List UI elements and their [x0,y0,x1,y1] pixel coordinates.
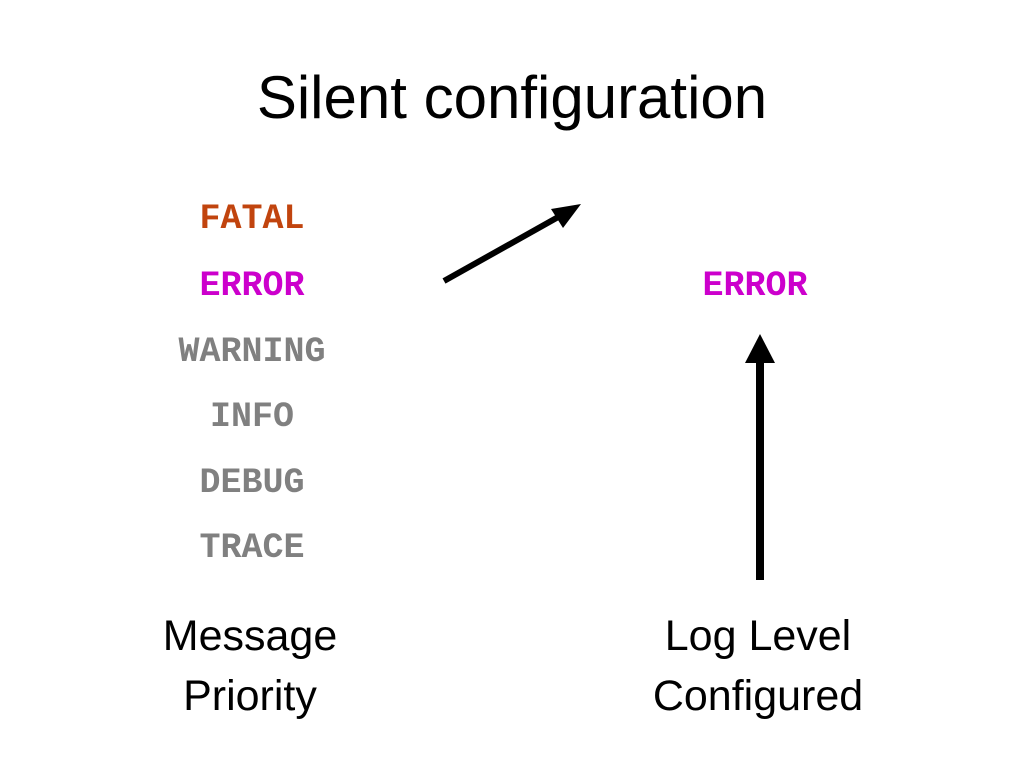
log-level-caption-line2: Configured [652,672,864,720]
level-debug: DEBUG [199,463,305,503]
level-trace: TRACE [199,528,305,568]
level-warning: WARNING [178,332,326,372]
up-arrow-head [745,334,775,363]
up-arrow [745,334,775,580]
diagonal-arrow-shaft [442,213,562,284]
log-level-caption-line1: Log Level [664,612,852,660]
diagonal-arrow [442,204,581,284]
diagonal-arrow-head [551,204,581,228]
configured-log-level: ERROR [702,266,808,306]
level-fatal: FATAL [199,199,305,239]
message-priority-caption-line1: Message [162,612,338,660]
slide-title: Silent configuration [256,64,768,131]
message-priority-caption-line2: Priority [183,672,317,720]
level-info: INFO [209,397,294,437]
level-error: ERROR [199,266,305,306]
